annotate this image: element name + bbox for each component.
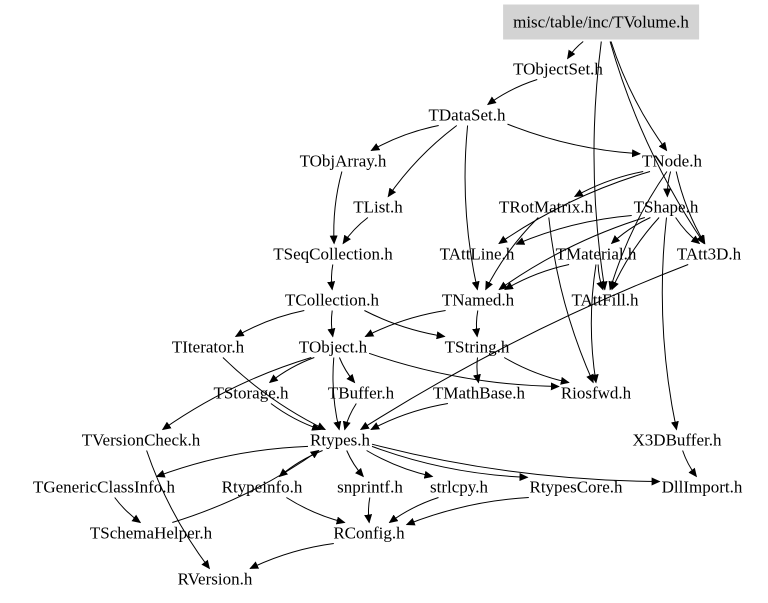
edge-strlcpy-to-rconfig: [388, 497, 439, 524]
node-tatt3d[interactable]: TAtt3D.h: [676, 244, 742, 264]
edge-tshape-to-tattfill: [611, 217, 660, 291]
node-trotmatrix[interactable]: TRotMatrix.h: [499, 197, 593, 217]
edge-tdataset-to-tobjarray: [370, 125, 439, 151]
edge-trotmatrix-to-tnamed: [485, 217, 539, 291]
edge-tversioncheck-to-rversion: [146, 450, 211, 570]
edge-tvolume-to-tatt3d: [609, 41, 705, 245]
edge-tobject-to-tversioncheck: [161, 357, 312, 431]
node-dllimport[interactable]: DllImport.h: [661, 477, 743, 497]
edge-tmaterial-to-tnamed: [504, 264, 570, 291]
edge-tshape-to-tatt3d: [675, 217, 701, 245]
node-x3dbuffer[interactable]: X3DBuffer.h: [632, 430, 722, 450]
edge-tshape-to-tmaterial: [610, 217, 651, 245]
edge-tshape-to-tnamed: [498, 217, 645, 291]
edge-rtypeinfo-to-rconfig: [286, 497, 346, 525]
node-rtypescore[interactable]: RtypesCore.h: [529, 477, 623, 497]
edge-tshape-to-tattline: [515, 215, 632, 245]
node-tstorage[interactable]: TStorage.h: [213, 383, 289, 403]
edge-tnode-to-tshape: [663, 171, 672, 198]
node-tcollection[interactable]: TCollection.h: [285, 290, 379, 310]
edge-tshape-to-x3dbuffer: [661, 217, 679, 431]
node-tstring[interactable]: TString.h: [444, 337, 510, 357]
edge-trotmatrix-to-riosfwd: [548, 217, 594, 384]
node-tschemahelper[interactable]: TSchemaHelper.h: [89, 523, 213, 543]
edge-tobject-to-tbuffer: [338, 357, 356, 384]
node-tlist[interactable]: TList.h: [353, 197, 403, 217]
node-tnamed[interactable]: TNamed.h: [441, 290, 515, 310]
edge-rtypes-to-rtypescore: [371, 445, 529, 481]
edge-x3dbuffer-to-dllimport: [682, 450, 698, 478]
edge-rconfig-to-rversion: [249, 543, 334, 569]
edge-tstring-to-tmathbase: [472, 357, 481, 384]
edge-snprintf-to-rconfig: [364, 497, 373, 524]
node-strlcpy[interactable]: strlcpy.h: [430, 477, 488, 497]
edge-tcollection-to-titerator: [234, 310, 305, 337]
edge-tnode-to-tattfill: [608, 171, 668, 291]
node-tvolume-header[interactable]: misc/table/inc/TVolume.h: [503, 4, 699, 40]
edge-tnode-to-trotmatrix: [573, 171, 644, 197]
edge-tnode-to-tatt3d: [675, 171, 706, 245]
edge-rtypes-to-tgenericclassinfo: [155, 445, 309, 478]
edge-tvolume-to-tattfill: [593, 41, 608, 291]
edge-tlist-to-tseqcollection: [342, 217, 369, 245]
node-tbuffer[interactable]: TBuffer.h: [327, 383, 395, 403]
edge-rtypes-to-snprintf: [346, 450, 364, 478]
node-tmaterial[interactable]: TMaterial.h: [555, 244, 637, 264]
edge-tmaterial-to-tattfill: [596, 264, 604, 291]
node-riosfwd[interactable]: Riosfwd.h: [560, 383, 632, 403]
node-tgenericclassinfo[interactable]: TGenericClassInfo.h: [32, 477, 176, 497]
edge-titerator-to-rtypes: [222, 357, 326, 430]
edge-tobjectset-to-tdataset: [486, 79, 538, 106]
edge-tcollection-to-tstring: [364, 310, 446, 340]
edge-tgenericclassinfo-to-tschemahelper: [114, 497, 142, 524]
node-tnode[interactable]: TNode.h: [642, 151, 702, 171]
edge-rtypescore-to-rconfig: [405, 497, 529, 526]
node-tobjarray[interactable]: TObjArray.h: [299, 151, 387, 171]
node-titerator[interactable]: TIterator.h: [171, 337, 245, 357]
edge-tbuffer-to-rtypes: [342, 403, 357, 431]
edge-rtypes-to-rtypeinfo: [278, 450, 323, 478]
edge-tdataset-to-tnamed: [464, 125, 480, 291]
edge-tdataset-to-tlist: [387, 125, 458, 198]
edge-tobject-to-tstorage: [268, 357, 315, 384]
edge-tvolume-to-tobjectset: [567, 41, 584, 60]
node-tobject[interactable]: TObject.h: [298, 337, 368, 357]
edge-tobject-to-rtypes: [332, 357, 342, 431]
edge-tstorage-to-rtypes: [270, 403, 322, 431]
edge-tobjarray-to-tseqcollection: [329, 171, 343, 245]
node-rtypes[interactable]: Rtypes.h: [310, 430, 370, 450]
edge-tobject-to-riosfwd: [368, 352, 560, 391]
edge-tdataset-to-tnode: [507, 123, 641, 158]
edge-tmathbase-to-rtypes: [370, 403, 448, 430]
edge-tatt3d-to-rtypes: [359, 264, 689, 431]
node-snprintf[interactable]: snprintf.h: [337, 477, 403, 497]
node-rtypeinfo[interactable]: Rtypeinfo.h: [221, 477, 303, 497]
edge-tstring-to-riosfwd: [503, 357, 570, 385]
node-tattfill[interactable]: TAttFill.h: [571, 290, 639, 310]
edge-tnode-to-tattline: [498, 171, 651, 245]
node-tdataset[interactable]: TDataSet.h: [428, 105, 506, 125]
edge-tcollection-to-tobject: [327, 310, 336, 338]
edge-tseqcollection-to-tcollection: [327, 264, 336, 291]
edge-rtypes-to-strlcpy: [366, 450, 434, 479]
node-tobjectset[interactable]: TObjectSet.h: [513, 59, 603, 79]
edge-tnamed-to-tstring: [472, 310, 481, 338]
node-tshape[interactable]: TShape.h: [633, 197, 699, 217]
edge-tschemahelper-to-rtypes: [172, 449, 320, 523]
edge-rtypes-to-dllimport: [371, 443, 661, 486]
node-tseqcollection[interactable]: TSeqCollection.h: [273, 244, 393, 264]
node-rconfig[interactable]: RConfig.h: [333, 523, 405, 543]
edge-tnamed-to-tobject: [364, 310, 446, 337]
node-tmathbase[interactable]: TMathBase.h: [432, 383, 526, 403]
edge-tmaterial-to-riosfwd: [590, 264, 599, 384]
node-tversioncheck[interactable]: TVersionCheck.h: [81, 430, 201, 450]
edge-tvolume-to-tnode: [610, 41, 668, 152]
node-tattline[interactable]: TAttLine.h: [439, 244, 515, 264]
node-rversion[interactable]: RVersion.h: [177, 569, 253, 589]
